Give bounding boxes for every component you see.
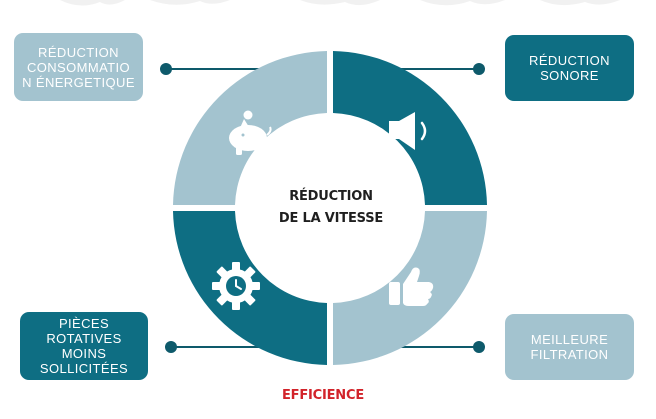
speaker-icon — [389, 112, 427, 150]
dot-top-left — [160, 63, 172, 75]
benefit-better-filtration: MEILLEURE FILTRATION — [505, 314, 634, 380]
piggy-bank-icon — [229, 110, 272, 155]
header-decoration — [60, 0, 620, 6]
center-title-line1: RÉDUCTION — [289, 189, 373, 204]
benefit-noise-reduction: RÉDUCTION SONORE — [505, 35, 634, 101]
connectors — [166, 68, 478, 348]
center-title: RÉDUCTION DE LA VITESSE — [259, 186, 403, 230]
dot-top-right — [473, 63, 485, 75]
benefit-less-stressed-parts: PIÈCES ROTATIVES MOINS SOLLICITÉES — [20, 312, 148, 380]
connector-dots — [160, 63, 485, 353]
dot-bottom-right — [473, 341, 485, 353]
center-title-line2: DE LA VITESSE — [278, 211, 384, 226]
gear-clock-icon — [212, 262, 260, 310]
footer-label: EFFICIENCE — [281, 388, 365, 403]
thumbs-up-icon — [389, 267, 434, 306]
benefit-energy-reduction: RÉDUCTION CONSOMMATIO N ÉNERGETIQUE — [14, 33, 143, 101]
dot-bottom-left — [165, 341, 177, 353]
